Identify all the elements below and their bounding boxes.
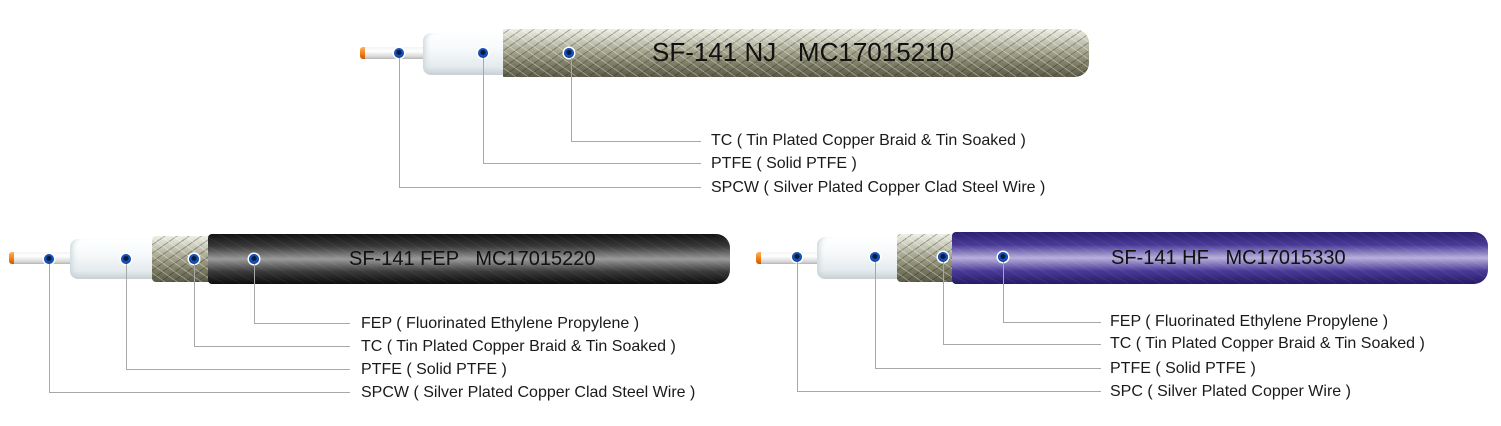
leader-line — [571, 58, 572, 142]
leader-line — [943, 262, 944, 345]
leader-line — [49, 392, 350, 393]
leader-line — [943, 344, 1101, 345]
leader-line — [1003, 322, 1101, 323]
cable-title: SF-141 NJ MC17015210 — [652, 37, 955, 67]
leader-line — [254, 323, 350, 324]
marker-dot-tc — [938, 252, 948, 262]
fep-jacket — [208, 234, 730, 284]
leader-line — [797, 262, 798, 392]
marker-dot-spc — [792, 252, 802, 262]
leader-line — [194, 346, 350, 347]
leader-line — [571, 141, 701, 142]
cable-title: SF-141 HF MC17015330 — [1111, 247, 1346, 269]
marker-dot-fep — [249, 254, 259, 264]
leader-line — [483, 163, 701, 164]
marker-dot-spcw — [394, 48, 404, 58]
fep-jacket — [952, 232, 1488, 284]
braid-outer-conductor — [503, 29, 1089, 77]
leader-line — [254, 264, 255, 324]
leader-line — [875, 262, 876, 369]
marker-dot-tc — [189, 254, 199, 264]
leader-line — [483, 58, 484, 164]
marker-dot-spcw — [44, 254, 54, 264]
marker-dot-ptfe — [121, 254, 131, 264]
leader-line — [399, 187, 701, 188]
ptfe-dielectric — [423, 33, 513, 75]
callout-label-tc: TC ( Tin Plated Copper Braid & Tin Soake… — [1110, 335, 1425, 352]
callout-label-fep: FEP ( Fluorinated Ethylene Propylene ) — [1110, 313, 1389, 330]
callout-label-ptfe: PTFE ( Solid PTFE ) — [361, 361, 507, 378]
callout-label-ptfe: PTFE ( Solid PTFE ) — [1110, 360, 1256, 377]
callout-label-spcw: SPCW ( Silver Plated Copper Clad Steel W… — [711, 179, 1046, 196]
leader-line — [399, 58, 400, 188]
marker-dot-tc — [564, 48, 574, 58]
leader-line — [797, 391, 1101, 392]
leader-line — [126, 369, 350, 370]
leader-line — [49, 264, 50, 393]
callout-label-spcw: SPCW ( Silver Plated Copper Clad Steel W… — [361, 384, 696, 401]
conductor-tip — [9, 252, 14, 264]
callout-label-ptfe: PTFE ( Solid PTFE ) — [711, 155, 857, 172]
ptfe-dielectric — [817, 237, 912, 279]
leader-line — [1003, 262, 1004, 323]
ptfe-dielectric — [70, 239, 165, 279]
conductor-tip — [360, 47, 365, 59]
conductor-tip — [756, 252, 761, 264]
callout-label-spc: SPC ( Silver Plated Copper Wire ) — [1110, 383, 1351, 400]
marker-dot-ptfe — [870, 252, 880, 262]
callout-label-tc: TC ( Tin Plated Copper Braid & Tin Soake… — [711, 132, 1026, 149]
callout-label-fep: FEP ( Fluorinated Ethylene Propylene ) — [361, 315, 640, 332]
leader-line — [875, 368, 1101, 369]
leader-line — [194, 264, 195, 347]
cable-title: SF-141 FEP MC17015220 — [349, 248, 596, 270]
marker-dot-ptfe — [478, 48, 488, 58]
leader-line — [126, 264, 127, 370]
callout-label-tc: TC ( Tin Plated Copper Braid & Tin Soake… — [361, 338, 676, 355]
marker-dot-fep — [998, 252, 1008, 262]
